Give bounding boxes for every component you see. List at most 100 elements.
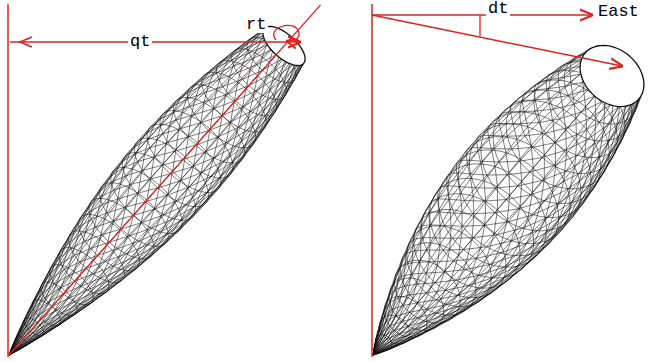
mesh-line [389, 290, 395, 296]
mesh-line [457, 160, 461, 163]
mesh-line [478, 135, 483, 137]
mesh-line [80, 255, 87, 275]
mesh-line [181, 123, 201, 129]
mesh-line [373, 56, 629, 355]
mesh-line [514, 101, 522, 103]
mesh-line [71, 241, 85, 249]
mesh-line [264, 109, 276, 129]
mesh-line [591, 153, 610, 172]
mesh-line [45, 313, 62, 322]
mesh-line [257, 55, 276, 65]
mesh-line [41, 274, 50, 287]
mesh-line [522, 100, 534, 102]
mesh-line [204, 86, 208, 103]
mesh-line [96, 221, 114, 227]
mesh-line [33, 298, 44, 309]
mesh-line [461, 212, 462, 233]
mesh-line [499, 161, 519, 163]
mesh-line [91, 191, 100, 202]
mesh-line [147, 126, 160, 133]
mesh-line [563, 204, 583, 225]
mesh-line [570, 71, 571, 83]
mesh-line [24, 336, 41, 346]
mesh-line [70, 304, 89, 315]
mesh-line [400, 264, 407, 268]
mesh-line [142, 246, 162, 259]
mesh-line [395, 277, 402, 282]
spindle-mesh [9, 26, 644, 355]
mesh-line [471, 174, 487, 175]
mesh-line [549, 103, 552, 120]
mesh-line [558, 80, 560, 93]
mesh-line [373, 86, 644, 355]
mesh-line [262, 59, 281, 70]
mesh-line [147, 208, 154, 230]
mesh-line [581, 169, 601, 188]
mesh-line [405, 284, 418, 286]
mesh-line [54, 275, 69, 283]
mesh-line [531, 146, 533, 168]
mesh-line [454, 213, 473, 215]
mesh-line [395, 286, 404, 290]
q-arrow [10, 41, 300, 43]
mesh-line [414, 229, 416, 236]
mesh-line [403, 303, 418, 306]
mesh-line [9, 52, 303, 355]
mesh-line [88, 281, 108, 290]
mesh-line [487, 174, 507, 175]
mesh-line [387, 334, 399, 339]
mesh-line [610, 131, 625, 153]
mesh-line [147, 134, 163, 140]
mesh-line [100, 190, 114, 197]
mesh-line [263, 82, 281, 96]
mesh-line [401, 274, 411, 276]
mesh-line [472, 147, 481, 148]
mesh-line [291, 63, 304, 82]
mesh-line [407, 226, 491, 307]
mesh-line [579, 157, 600, 174]
mesh-line [561, 198, 583, 216]
mesh-line [541, 230, 562, 250]
mesh-line [107, 271, 127, 281]
mesh-line [551, 77, 564, 79]
mesh-line [527, 90, 536, 92]
mesh-line [69, 227, 79, 237]
mesh-line [528, 127, 532, 146]
mesh-line [539, 115, 543, 133]
mesh-line [585, 129, 587, 154]
mesh-line [475, 258, 486, 281]
mesh-line [488, 125, 490, 129]
mesh-line [566, 139, 589, 150]
mesh-line [456, 163, 458, 169]
mesh-line [35, 325, 52, 334]
mesh-line [532, 205, 540, 231]
mesh-line [9, 61, 305, 355]
mesh-line [168, 137, 188, 142]
mesh-line [439, 226, 440, 245]
mesh-line [466, 150, 467, 155]
mesh-line [470, 287, 494, 297]
mesh-line [530, 166, 554, 172]
mesh-line [118, 193, 137, 198]
mesh-line [509, 111, 520, 112]
mesh-line [373, 47, 614, 355]
mesh-line [499, 125, 502, 137]
mesh-line [426, 290, 446, 293]
mesh-line [81, 278, 100, 286]
mesh-line [45, 289, 59, 298]
mesh-line [217, 66, 234, 73]
mesh-line [564, 74, 581, 77]
mesh-line [459, 272, 471, 294]
mesh-line [81, 227, 96, 234]
mesh-line [75, 248, 91, 255]
mesh-line [142, 215, 164, 223]
mesh-line [104, 280, 122, 294]
mesh-line [512, 147, 533, 149]
mesh-line [194, 192, 213, 207]
mesh-line [490, 245, 501, 269]
mesh-line [585, 107, 587, 130]
mesh-line [599, 130, 603, 156]
mesh-line [473, 213, 495, 214]
mesh-line [412, 246, 413, 260]
